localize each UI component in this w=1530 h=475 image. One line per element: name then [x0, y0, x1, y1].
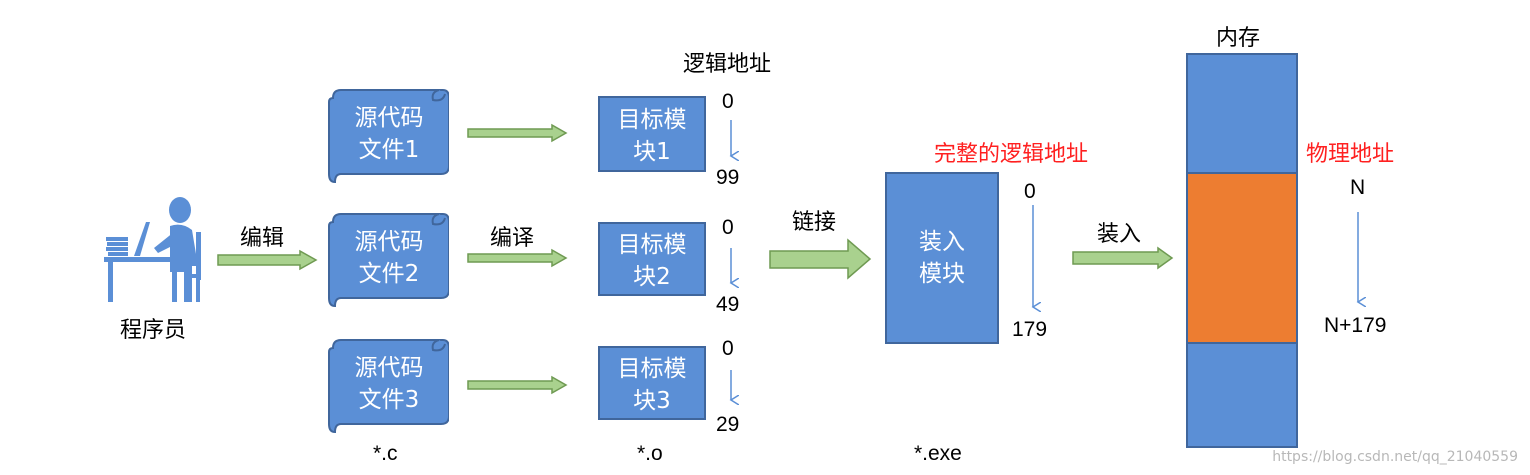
- object-module-3: 目标模 块3: [598, 346, 706, 420]
- object-module-1-line2: 块1: [633, 139, 671, 165]
- load-label: 装入: [1097, 222, 1142, 247]
- source-file-1: 源代码 文件1: [327, 88, 449, 184]
- source-file-3: 源代码 文件3: [327, 338, 449, 434]
- link-arrow: [769, 238, 872, 280]
- programmer-icon: [104, 197, 201, 302]
- object-module-3-line2: 块3: [633, 388, 671, 414]
- load-arrow: [1072, 246, 1174, 270]
- compile-label: 编译: [490, 226, 535, 251]
- edit-arrow: [217, 249, 318, 271]
- load-module-line1: 装入: [919, 229, 965, 255]
- source-file-2: 源代码 文件2: [327, 212, 449, 308]
- memory-label: 内存: [1216, 26, 1261, 51]
- memory-allocated-region: [1188, 172, 1296, 344]
- load-module-start-address: 0: [1024, 180, 1036, 203]
- link-label: 链接: [792, 210, 837, 235]
- source-file-3-line1: 源代码: [354, 355, 424, 381]
- module-1-start-address: 0: [722, 90, 734, 113]
- module-1-end-address: 99: [716, 166, 740, 189]
- module-3-start-address: 0: [722, 337, 734, 360]
- module-2-end-address: 49: [716, 293, 740, 316]
- physical-end-address: N+179: [1324, 314, 1387, 337]
- module-2-start-address: 0: [722, 216, 734, 239]
- source-extension: *.c: [373, 442, 398, 465]
- object-module-2-line1: 目标模: [617, 232, 687, 258]
- source-file-1-line1: 源代码: [354, 105, 424, 131]
- compile-arrow-2: [467, 248, 568, 268]
- object-module-2-line2: 块2: [633, 264, 671, 290]
- load-module-end-address: 179: [1012, 318, 1048, 341]
- source-file-3-line2: 文件3: [358, 387, 420, 413]
- compile-arrow-1: [467, 123, 568, 143]
- source-file-2-line2: 文件2: [358, 261, 420, 287]
- load-module-line2: 模块: [919, 261, 965, 287]
- object-module-3-line1: 目标模: [617, 356, 687, 382]
- programmer-label: 程序员: [120, 318, 187, 343]
- complete-logical-address-label: 完整的逻辑地址: [934, 142, 1089, 167]
- physical-address-label: 物理地址: [1306, 142, 1395, 167]
- source-file-2-line1: 源代码: [354, 229, 424, 255]
- object-extension: *.o: [637, 442, 663, 465]
- object-module-1: 目标模 块1: [598, 96, 706, 172]
- load-module: 装入 模块: [885, 172, 999, 344]
- module-3-end-address: 29: [716, 413, 740, 436]
- scroll-shape: [328, 213, 449, 308]
- edit-label: 编辑: [240, 226, 285, 251]
- scroll-shape: [328, 339, 449, 434]
- object-module-2: 目标模 块2: [598, 222, 706, 296]
- scroll-shape: [328, 89, 449, 184]
- compile-arrow-3: [467, 375, 568, 395]
- physical-start-address: N: [1350, 176, 1366, 199]
- source-file-1-line2: 文件1: [358, 137, 420, 163]
- memory-bar: [1186, 53, 1298, 448]
- logical-address-label: 逻辑地址: [683, 52, 772, 77]
- executable-extension: *.exe: [914, 442, 962, 465]
- object-module-1-line1: 目标模: [617, 107, 687, 133]
- watermark: https://blog.csdn.net/qq_21040559: [1272, 449, 1518, 465]
